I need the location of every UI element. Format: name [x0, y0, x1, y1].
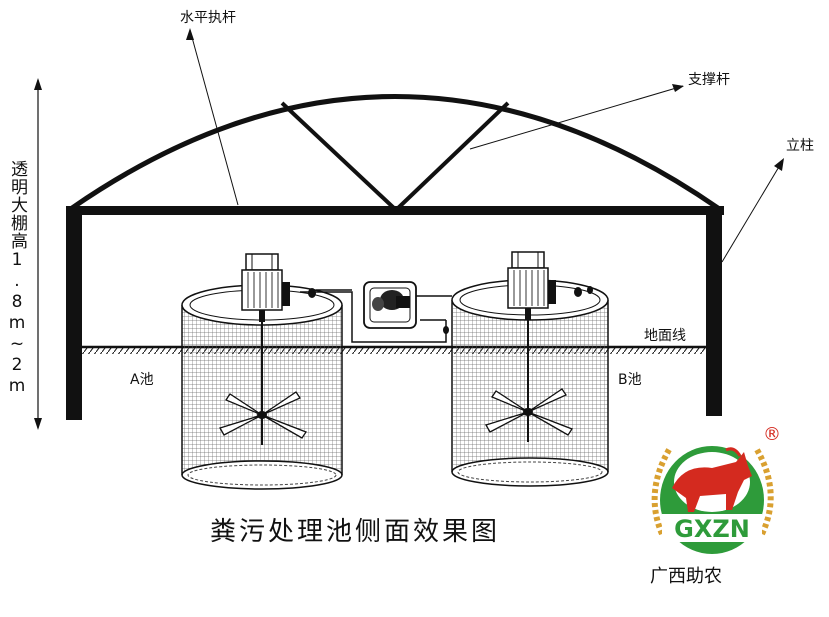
ground-line [82, 345, 706, 354]
tank-b [451, 251, 609, 487]
leader-lines [186, 28, 784, 263]
central-pump-and-pipes [300, 281, 452, 343]
label-tank-a: A池 [130, 372, 154, 388]
brand-name: 广西助农 [650, 566, 722, 587]
tank-a [181, 253, 343, 490]
label-ground-line: 地面线 [644, 328, 686, 344]
label-support-bar: 支撑杆 [688, 72, 730, 88]
height-dimension-arrow [34, 78, 42, 430]
diagram-title: 粪污处理池侧面效果图 [210, 517, 501, 547]
label-tank-b: B池 [618, 372, 642, 388]
label-greenhouse-height: 透明大棚高1.8m~2m [7, 160, 27, 397]
bull-emblem-icon: GXZN ® [651, 424, 781, 554]
label-column: 立柱 [786, 138, 814, 154]
registered-mark: ® [763, 424, 781, 445]
logo-text: GXZN [674, 515, 750, 543]
label-horizontal-bar: 水平执杆 [180, 10, 236, 26]
greenhouse-frame [66, 94, 724, 420]
gxzn-logo: GXZN ® [640, 422, 786, 562]
